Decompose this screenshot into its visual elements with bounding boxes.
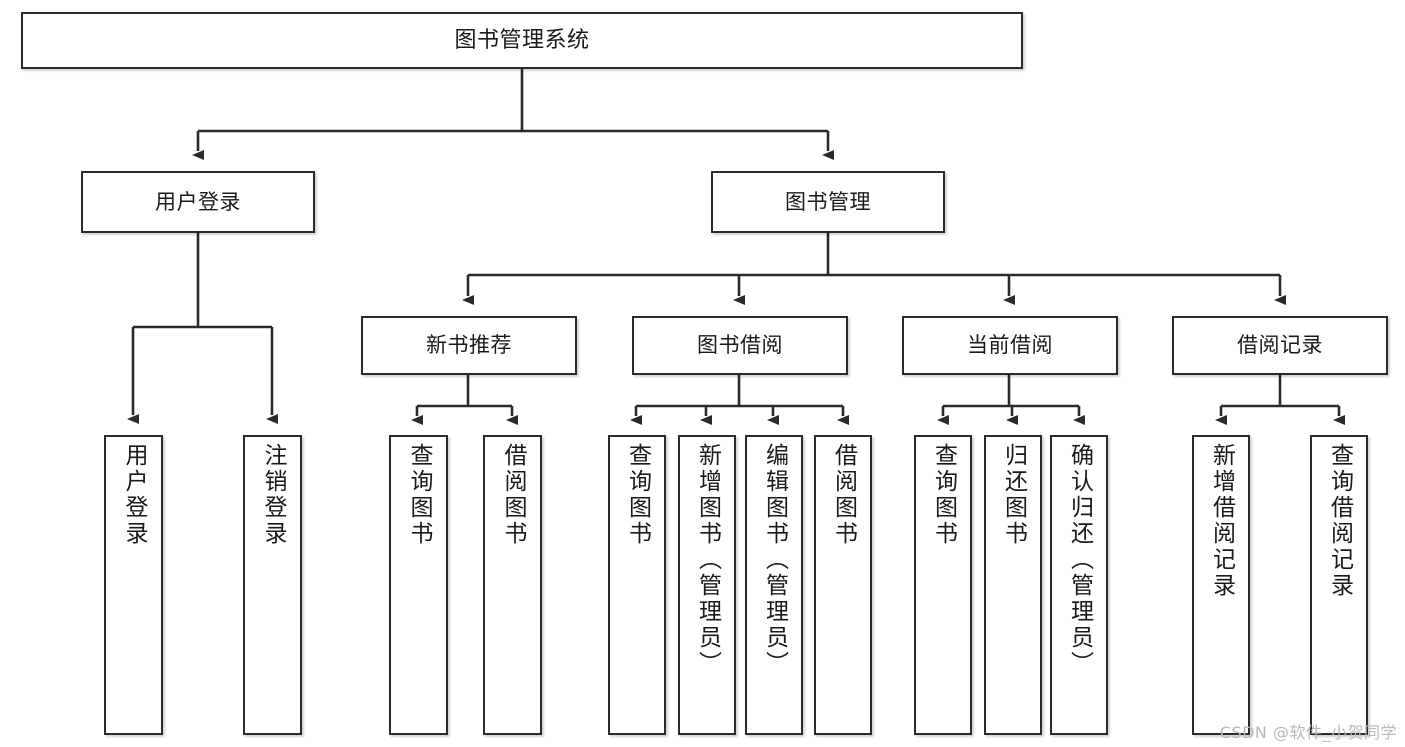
- node-user-login[interactable]: 用户登录: [81, 171, 315, 233]
- leaf-borrow-book-1-label: 借阅图书: [500, 443, 526, 547]
- leaf-confirm-return-label: 确认归还（管理员）: [1066, 443, 1093, 677]
- leaf-query-book-2[interactable]: 查询图书: [608, 435, 666, 735]
- node-borrow-record-label: 借阅记录: [1237, 333, 1323, 358]
- node-user-login-label: 用户登录: [155, 189, 241, 214]
- leaf-query-record[interactable]: 查询借阅记录: [1310, 435, 1368, 735]
- leaf-user-login-label: 用户登录: [121, 443, 147, 547]
- leaf-query-book-2-label: 查询图书: [624, 443, 651, 547]
- node-new-book-recommend[interactable]: 新书推荐: [361, 316, 577, 375]
- node-root[interactable]: 图书管理系统: [21, 12, 1023, 69]
- node-book-manage[interactable]: 图书管理: [711, 171, 945, 233]
- leaf-add-record-label: 新增借阅记录: [1208, 443, 1235, 599]
- node-new-book-recommend-label: 新书推荐: [426, 333, 512, 358]
- leaf-query-record-label: 查询借阅记录: [1326, 443, 1353, 599]
- node-current-borrow[interactable]: 当前借阅: [902, 316, 1118, 375]
- node-book-borrow[interactable]: 图书借阅: [632, 316, 848, 375]
- node-root-label: 图书管理系统: [454, 27, 590, 53]
- leaf-query-book-1[interactable]: 查询图书: [389, 435, 448, 735]
- watermark: CSDN @软件_小贺同学: [1219, 723, 1397, 742]
- leaf-edit-book-label: 编辑图书（管理员）: [761, 443, 788, 677]
- leaf-add-book-label: 新增图书（管理员）: [694, 443, 721, 677]
- node-current-borrow-label: 当前借阅: [967, 333, 1053, 358]
- node-borrow-record[interactable]: 借阅记录: [1172, 316, 1388, 375]
- leaf-return-book[interactable]: 归还图书: [984, 435, 1042, 735]
- leaf-user-login[interactable]: 用户登录: [104, 435, 163, 735]
- leaf-confirm-return[interactable]: 确认归还（管理员）: [1050, 435, 1108, 735]
- leaf-user-logout[interactable]: 注销登录: [243, 435, 302, 735]
- node-book-borrow-label: 图书借阅: [697, 333, 783, 358]
- leaf-query-book-1-label: 查询图书: [406, 443, 432, 547]
- leaf-query-book-3-label: 查询图书: [930, 443, 957, 547]
- leaf-user-logout-label: 注销登录: [260, 443, 286, 547]
- leaf-add-record[interactable]: 新增借阅记录: [1192, 435, 1250, 735]
- leaf-borrow-book-1[interactable]: 借阅图书: [483, 435, 542, 735]
- leaf-edit-book[interactable]: 编辑图书（管理员）: [745, 435, 803, 735]
- leaf-borrow-book-2[interactable]: 借阅图书: [814, 435, 872, 735]
- leaf-add-book[interactable]: 新增图书（管理员）: [678, 435, 736, 735]
- node-book-manage-label: 图书管理: [785, 189, 871, 214]
- leaf-return-book-label: 归还图书: [1000, 443, 1027, 547]
- leaf-query-book-3[interactable]: 查询图书: [914, 435, 972, 735]
- leaf-borrow-book-2-label: 借阅图书: [830, 443, 857, 547]
